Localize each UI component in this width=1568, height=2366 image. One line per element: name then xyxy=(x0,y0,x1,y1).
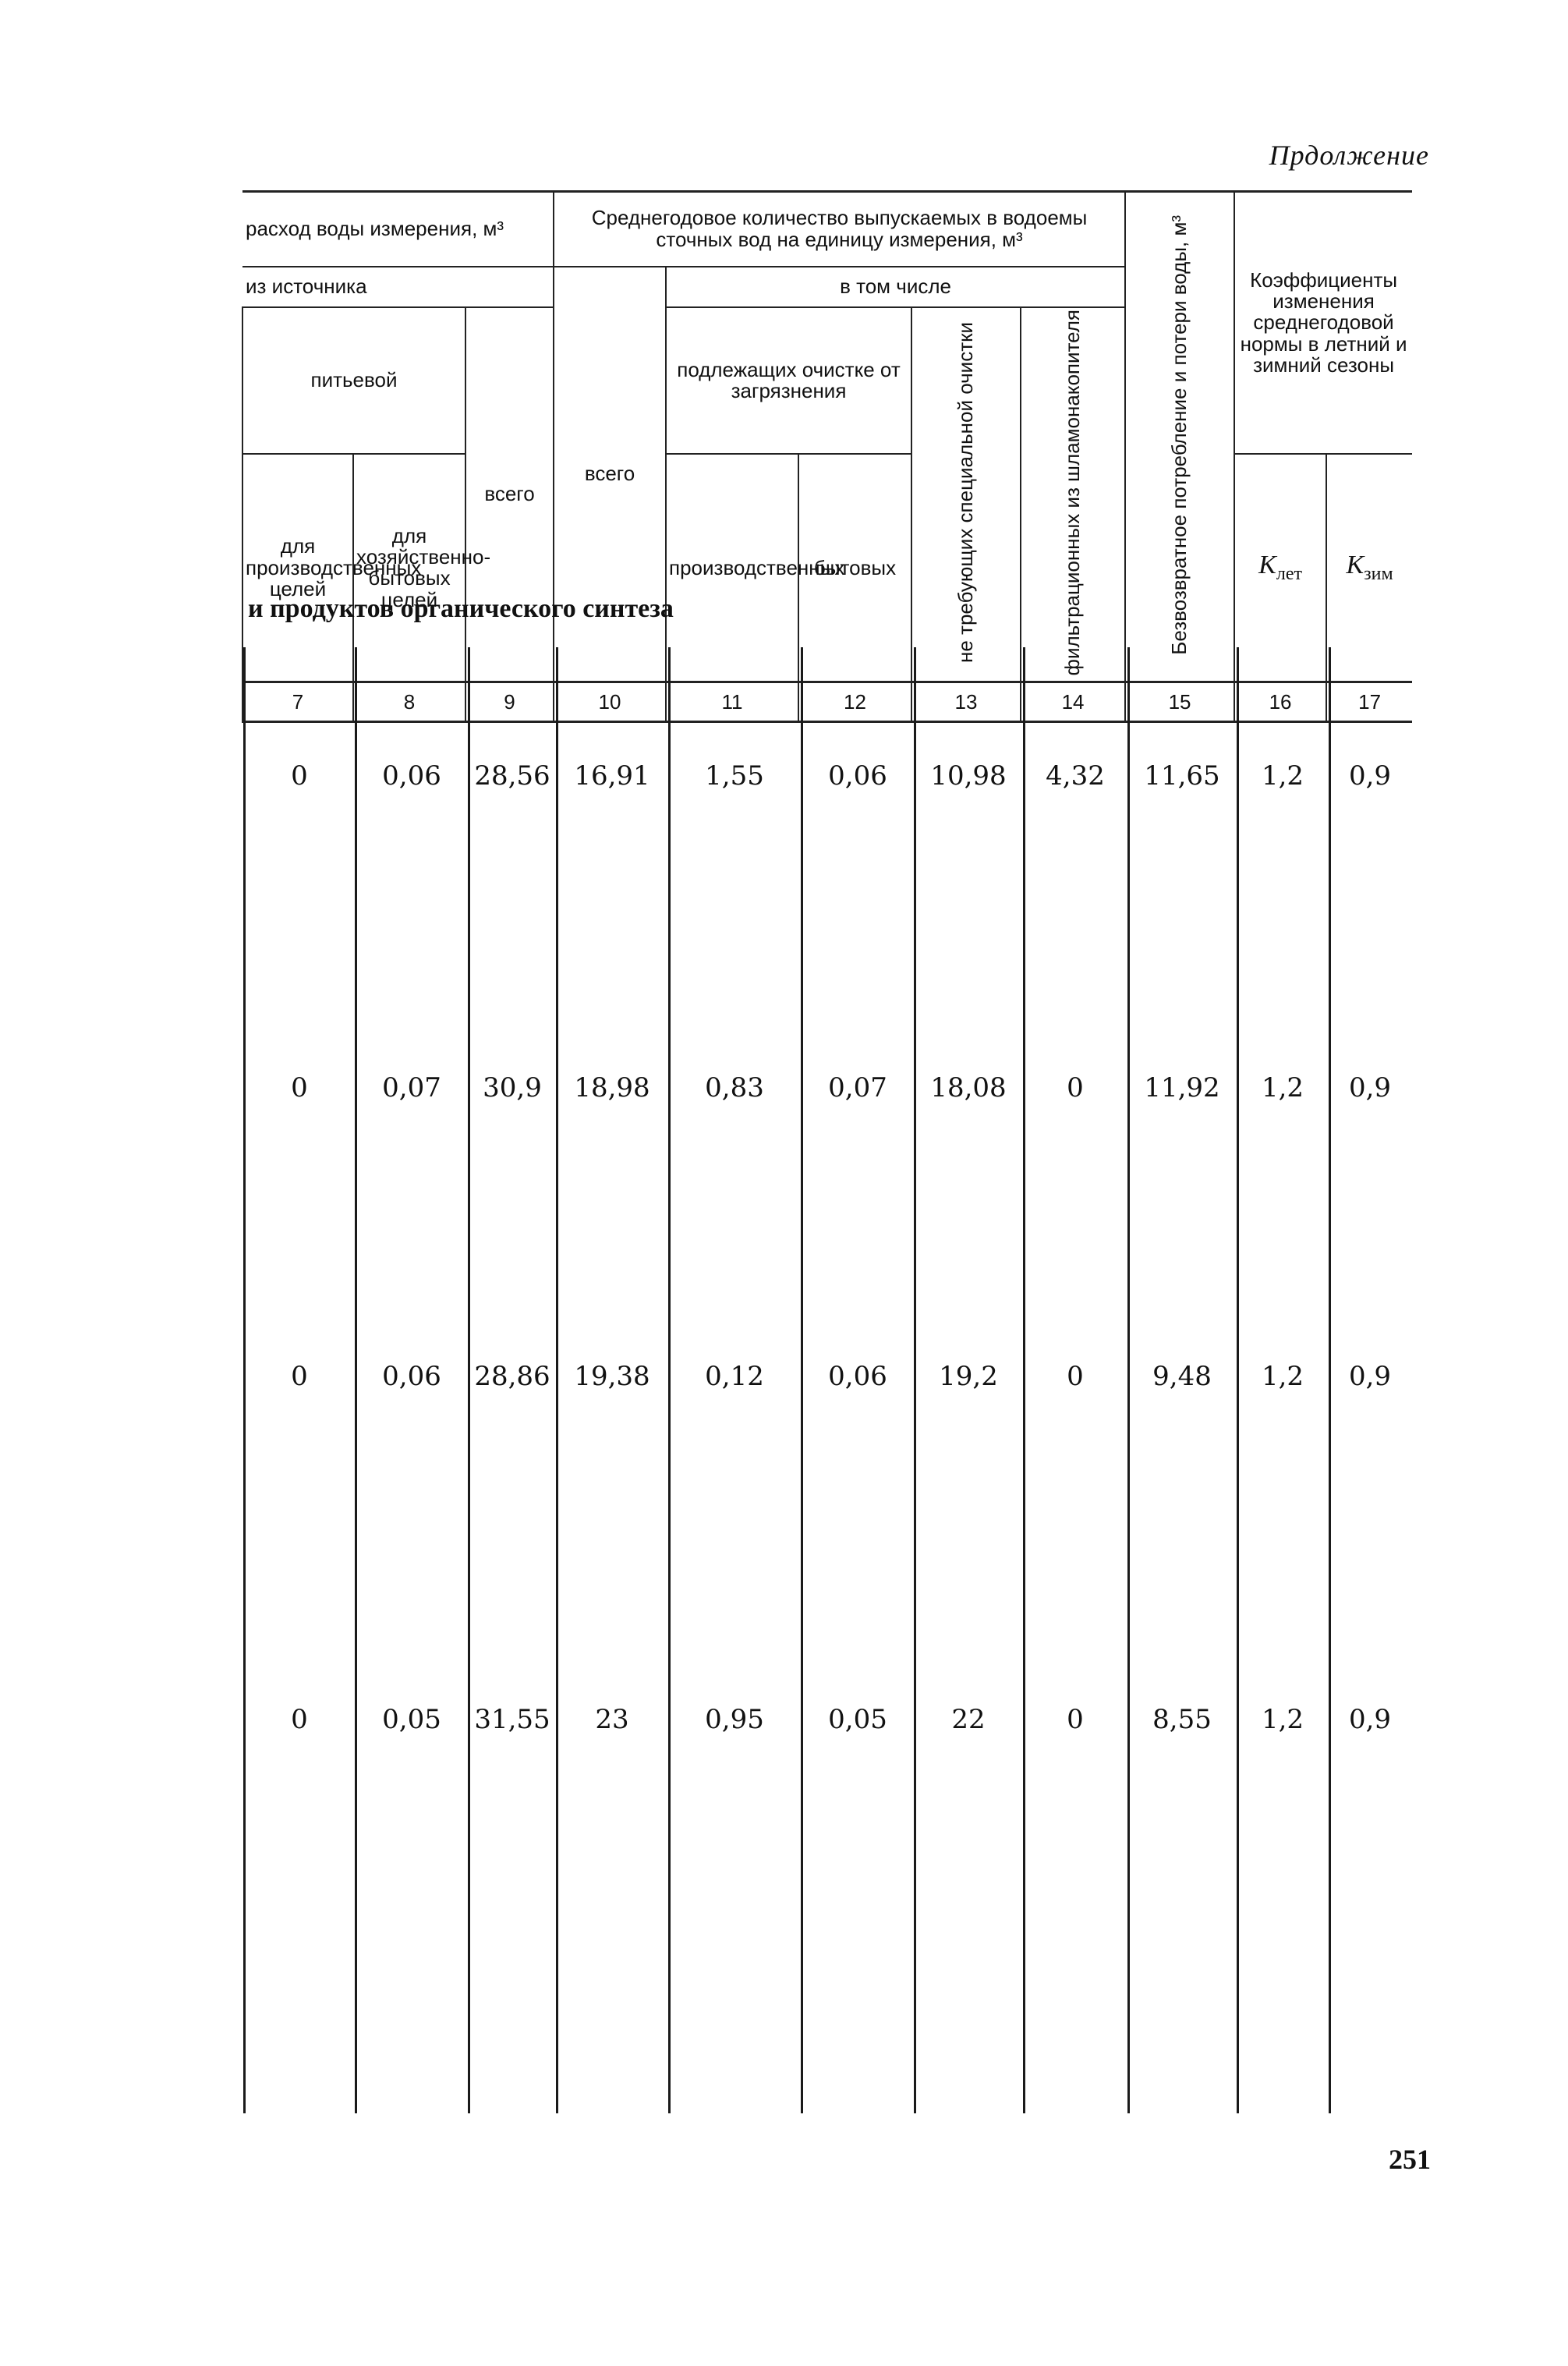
table-cell: 0,06 xyxy=(382,760,441,792)
page-number: 251 xyxy=(1389,2144,1431,2175)
header-proizvod: производственных xyxy=(665,454,844,682)
column-rule xyxy=(668,647,671,2113)
table-cell: 22 xyxy=(951,1704,986,1735)
column-number: 7 xyxy=(242,681,353,724)
header-vsego-10: всего xyxy=(553,265,666,682)
table-cell: 0 xyxy=(1067,1704,1084,1735)
table-cell: 0,06 xyxy=(828,1361,887,1392)
table-cell: 1,2 xyxy=(1261,1072,1304,1103)
section-title: и продуктов органического синтеза xyxy=(248,594,674,623)
table-cell: 30,9 xyxy=(483,1072,542,1103)
column-number: 9 xyxy=(465,681,554,724)
header-bezvozv-text: Безвозвратное потребление и потери воды,… xyxy=(1167,214,1191,655)
header-filtr-text: фильтрационных из шламонакопителя xyxy=(1060,309,1085,675)
table-cell: 0,06 xyxy=(382,1361,441,1392)
table-cell: 10,98 xyxy=(930,760,1007,792)
header-dlya-proizv: для производственных целей xyxy=(242,454,421,682)
header-bezvozv: Безвозвратное потребление и потери воды,… xyxy=(1124,189,1235,682)
table-cell: 28,86 xyxy=(474,1361,550,1392)
k-zim-sub: зим xyxy=(1364,564,1393,585)
header-podlezh: подлежащих очистке от загрязнения xyxy=(665,306,911,455)
table-cell: 0 xyxy=(291,1361,308,1392)
column-rule xyxy=(556,647,558,2113)
header-iz-istochnika: из источника xyxy=(242,266,554,308)
table-cell: 0 xyxy=(291,760,308,792)
header-dlya-hoz: для хозяйственно-бытовых целей xyxy=(352,454,490,682)
table-cell: 18,08 xyxy=(930,1072,1007,1103)
table-cell: 28,56 xyxy=(474,760,550,792)
table-cell: 16,91 xyxy=(574,760,650,792)
column-numbers-row: 7 8 9 10 11 12 13 14 15 16 17 xyxy=(242,681,1413,724)
running-head: Прдолжение xyxy=(1269,140,1429,171)
table-cell: 0,12 xyxy=(705,1361,764,1392)
column-rule xyxy=(914,647,916,2113)
table-cell: 19,2 xyxy=(939,1361,998,1392)
column-number: 11 xyxy=(665,681,798,724)
column-number: 16 xyxy=(1234,681,1327,724)
table-cell: 31,55 xyxy=(474,1704,550,1735)
table-cell: 0,07 xyxy=(382,1072,441,1103)
table-cell: 0,05 xyxy=(828,1704,887,1735)
column-rule xyxy=(1023,647,1025,2113)
column-number: 10 xyxy=(553,681,666,724)
header-bytovyh: бытовых xyxy=(798,454,911,682)
table-cell: 1,2 xyxy=(1261,1361,1304,1392)
header-koef: Коэффициенты изменения среднегодовой нор… xyxy=(1234,190,1413,455)
table-cell: 0,9 xyxy=(1348,1072,1392,1103)
table-cell: 18,98 xyxy=(574,1072,650,1103)
table-cell: 9,48 xyxy=(1152,1361,1212,1392)
column-number: 12 xyxy=(798,681,911,724)
table-cell: 11,92 xyxy=(1144,1072,1220,1103)
header-k-let: Kлет xyxy=(1234,454,1327,682)
table-cell: 0,83 xyxy=(705,1072,764,1103)
table-cell: 0,9 xyxy=(1348,1361,1392,1392)
table-cell: 0,07 xyxy=(828,1072,887,1103)
table-cell: 0,05 xyxy=(382,1704,441,1735)
header-srednegod: Среднегодовое количество выпускаемых в в… xyxy=(552,190,1126,267)
k-let-main: K xyxy=(1258,551,1276,580)
table-cell: 0,9 xyxy=(1348,760,1392,792)
table-cell: 0 xyxy=(291,1704,308,1735)
table-cell: 0 xyxy=(291,1072,308,1103)
column-number: 15 xyxy=(1124,681,1235,724)
table-cell: 0,9 xyxy=(1348,1704,1392,1735)
header-pitevoi: питьевой xyxy=(242,306,465,455)
table-cell: 8,55 xyxy=(1152,1704,1212,1735)
column-rule xyxy=(355,647,357,2113)
table-cell: 4,32 xyxy=(1046,760,1105,792)
column-rule xyxy=(801,647,803,2113)
k-zim-main: K xyxy=(1346,551,1364,580)
column-rule xyxy=(1329,647,1331,2113)
column-number: 8 xyxy=(352,681,465,724)
header-v-tom-chisle: в том числе xyxy=(664,265,1126,308)
header-rashod: расход воды измерения, м³ xyxy=(242,190,554,267)
table-cell: 11,65 xyxy=(1144,760,1220,792)
k-let-sub: лет xyxy=(1276,564,1302,585)
header-filtr: фильтрационных из шламонакопителя xyxy=(1019,306,1126,682)
table-cell: 1,2 xyxy=(1261,1704,1304,1735)
header-vsego-9: всего xyxy=(465,306,554,682)
table-cell: 0 xyxy=(1067,1361,1084,1392)
table-cell: 0,06 xyxy=(828,760,887,792)
column-number: 17 xyxy=(1326,681,1413,724)
column-number: 13 xyxy=(911,681,1021,724)
table-cell: 0,95 xyxy=(705,1704,764,1735)
table-cell: 0 xyxy=(1067,1072,1084,1103)
column-rule xyxy=(468,647,470,2113)
table-cell: 1,55 xyxy=(705,760,764,792)
column-number: 14 xyxy=(1019,681,1126,724)
table-header: расход воды измерения, м³ Среднегодовое … xyxy=(242,189,1413,724)
header-ne-treb: не требующих специальной очистки xyxy=(911,306,1021,682)
column-rule xyxy=(1237,647,1239,2113)
table-cell: 1,2 xyxy=(1261,760,1304,792)
header-ne-treb-text: не требующих специальной очистки xyxy=(954,321,978,663)
column-rule xyxy=(1127,647,1130,2113)
table-cell: 19,38 xyxy=(574,1361,650,1392)
table-cell: 23 xyxy=(595,1704,629,1735)
column-rule xyxy=(243,647,246,2113)
header-k-zim: Kзим xyxy=(1326,454,1413,682)
